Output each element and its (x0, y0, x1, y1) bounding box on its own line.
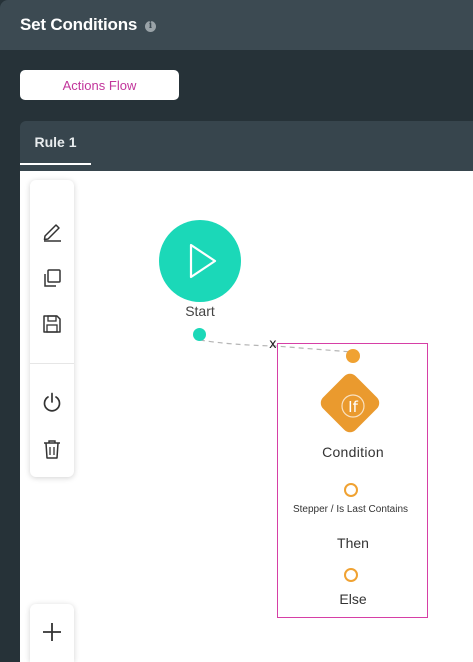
plus-icon[interactable] (37, 617, 67, 647)
condition-label: Condition (322, 444, 384, 460)
start-node-label: Start (185, 303, 215, 319)
actions-flow-button[interactable]: Actions Flow (20, 70, 179, 100)
dialog-header: Set Conditions i (0, 0, 473, 50)
toolbar-divider (30, 363, 74, 364)
dialog-title: Set Conditions (20, 15, 138, 34)
power-icon[interactable] (37, 387, 67, 417)
tab-rule-1[interactable]: Rule 1 (20, 121, 91, 165)
remove-connector-icon[interactable]: x (269, 337, 277, 352)
start-node[interactable] (159, 220, 241, 302)
condition-node[interactable] (277, 343, 428, 618)
trash-icon[interactable] (37, 434, 67, 464)
else-output-label: Else (339, 591, 367, 607)
then-output-caption: Stepper / Is Last Contains (292, 504, 409, 515)
pencil-icon[interactable] (37, 216, 67, 246)
if-badge-text: If (348, 398, 358, 416)
if-icon (327, 390, 379, 422)
play-icon (189, 243, 217, 279)
rule-tabs: Rule 1 (20, 121, 473, 171)
copy-icon[interactable] (37, 263, 67, 293)
save-icon[interactable] (37, 309, 67, 339)
flow-canvas[interactable] (20, 171, 473, 662)
then-output-label: Then (337, 535, 369, 551)
info-icon[interactable]: i (145, 21, 156, 32)
else-output-port[interactable] (344, 568, 358, 582)
flow-toolbar (30, 180, 74, 477)
add-node-panel (30, 604, 74, 662)
start-output-port[interactable] (193, 328, 206, 341)
then-output-port[interactable] (344, 483, 358, 497)
condition-input-port[interactable] (346, 349, 360, 363)
